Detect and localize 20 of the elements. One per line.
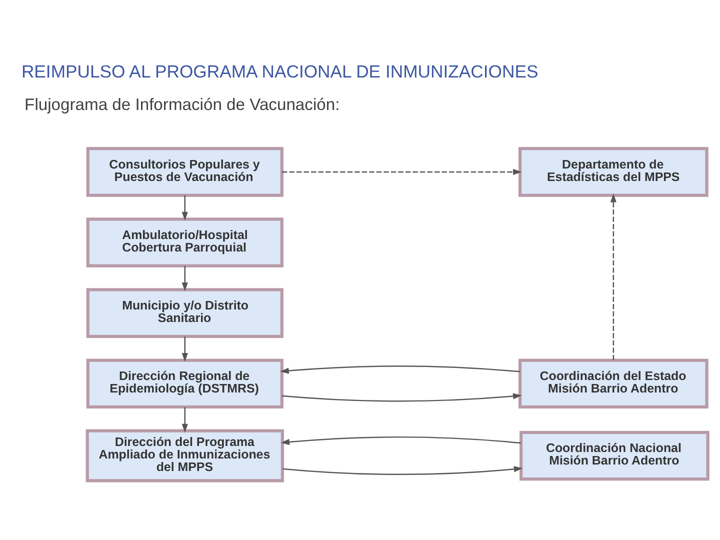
node-box: Consultorios Populares y Puestos de Vacunación [86,147,283,197]
arrow [282,466,522,476]
node-box: Dirección del Programa Ampliado de Inmunizaciones del MPPS [85,429,284,482]
arrow [181,407,188,433]
arrow [181,336,188,362]
arrow [181,266,188,292]
arrow [181,195,188,221]
arrow [280,366,520,374]
arrow [281,168,522,175]
node-box: Ambulatorio/Hospital Cobertura Parroquial [86,218,283,268]
node-box: Coordinación del Estado Misión Barrio Adentro [518,358,708,409]
node-box: Departamento de Estadísticas del MPPS [518,147,708,197]
arrow [281,393,522,402]
diagram-title: REIMPULSO AL PROGRAMA NACIONAL DE INMUNIZACIONES [20,62,538,82]
label: Flujograma de Información de Vacunación: [24,94,340,114]
arrow [280,436,520,446]
node-box: Municipio y/o Distrito Sanitario [86,288,283,338]
node-box: Dirección Regional de Epidemiología (DSTMRS) [86,358,283,409]
node-box: Coordinación Nacional Misión Barrio Adentro [519,430,709,481]
arrow [610,194,616,360]
